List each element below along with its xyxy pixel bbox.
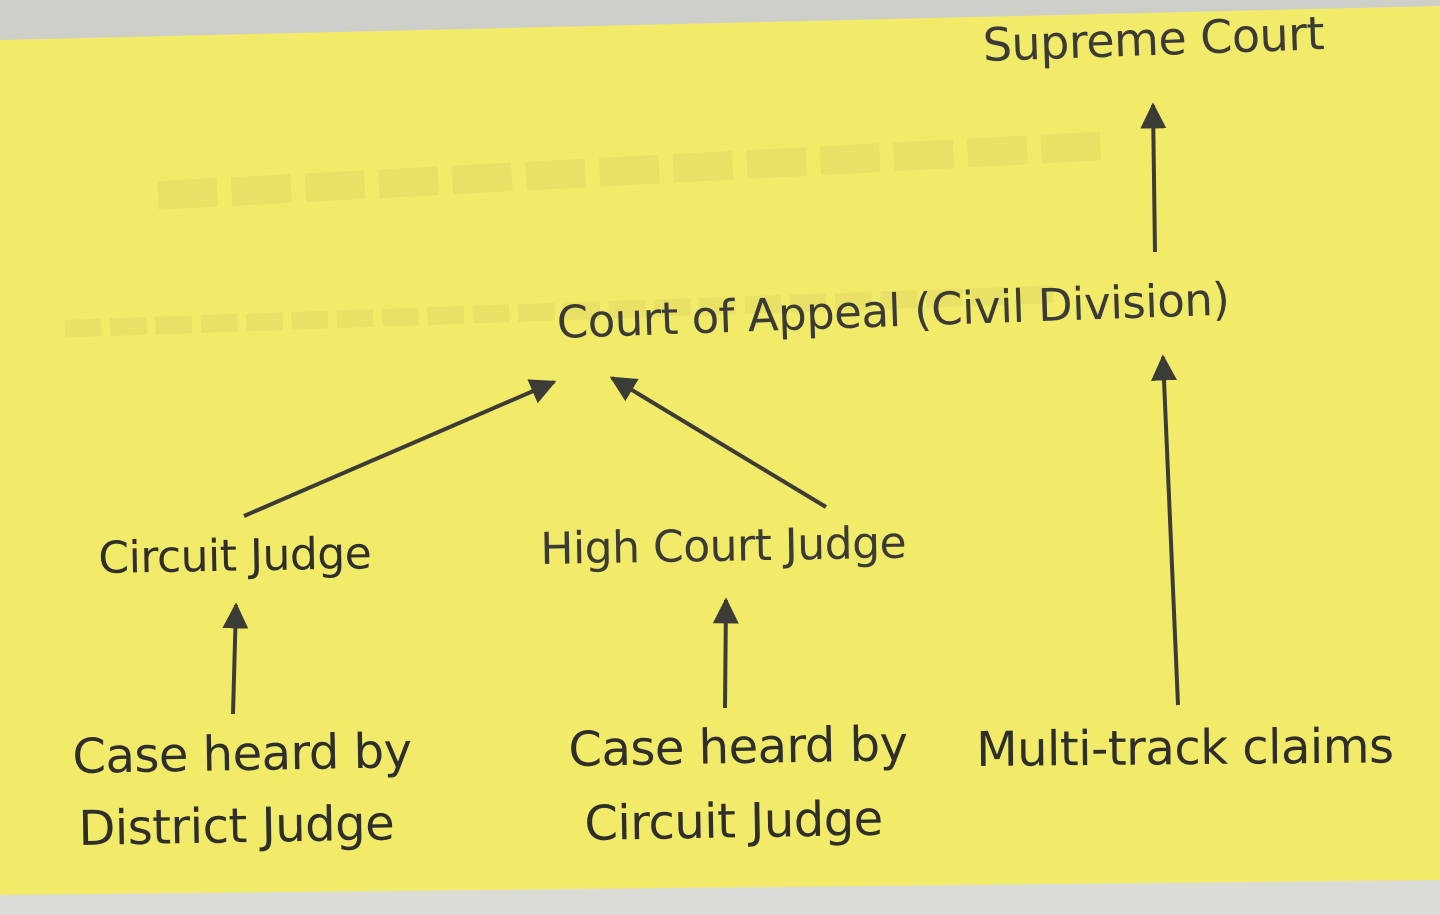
arrow-district-to-circuit bbox=[222, 602, 249, 715]
high-court-judge-node: High Court Judge bbox=[539, 517, 907, 575]
arrow-circuit-judge-to-appeal bbox=[243, 379, 557, 518]
arrow-multi-track-to-appeal bbox=[1151, 354, 1180, 706]
case-circuit-judge-line1: Case heard by bbox=[567, 716, 908, 778]
arrow-appeal-to-supreme bbox=[1140, 102, 1167, 253]
arrow-high-court-to-appeal bbox=[609, 376, 828, 509]
case-circuit-judge-line2: Circuit Judge bbox=[583, 790, 884, 852]
circuit-judge-node: Circuit Judge bbox=[97, 528, 372, 584]
case-district-judge-line1: Case heard by bbox=[71, 723, 412, 785]
arrow-circuit-case-to-high-court bbox=[712, 597, 739, 709]
supreme-court-node: Supreme Court bbox=[981, 6, 1325, 72]
case-district-judge-line2: District Judge bbox=[77, 795, 395, 857]
multi-track-claims-node: Multi-track claims bbox=[975, 718, 1394, 778]
